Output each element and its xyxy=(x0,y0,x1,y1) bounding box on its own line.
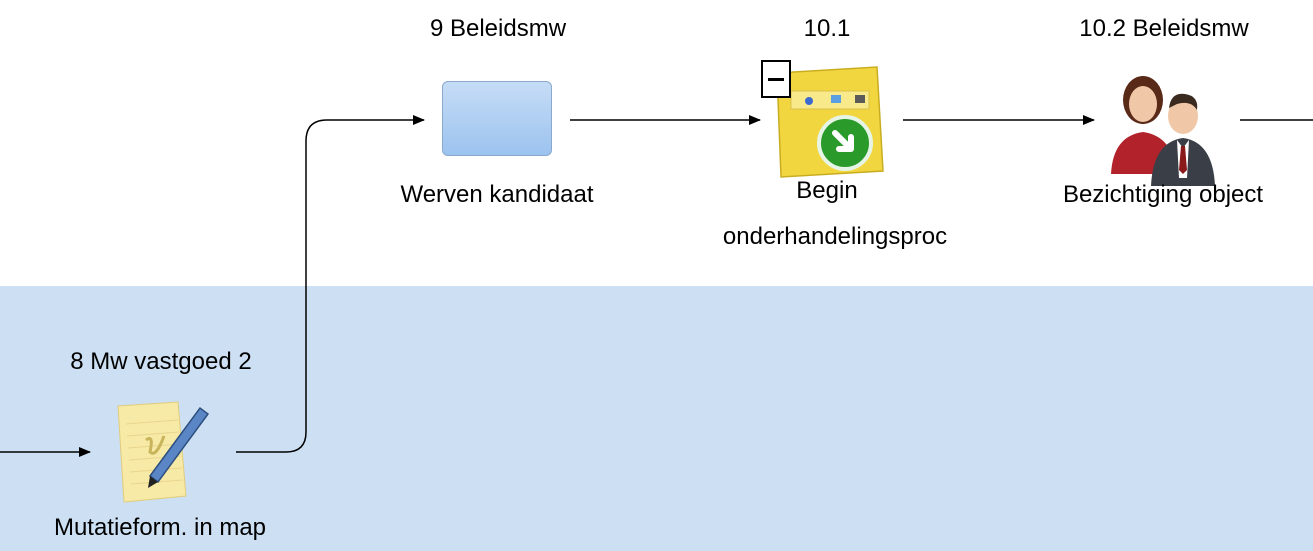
subprocess-icon xyxy=(776,66,884,178)
bezichtiging-label: Bezichtiging object xyxy=(1062,181,1264,208)
werven-label: Werven kandidaat xyxy=(400,181,594,208)
werven-task-box[interactable] xyxy=(442,81,552,156)
begin-role-label: 10.1 xyxy=(803,15,851,42)
document-pen-icon xyxy=(117,401,210,503)
begin-label-line2: onderhandelingsproc xyxy=(722,223,948,250)
mutatieform-label: Mutatieform. in map xyxy=(53,514,267,541)
lower-lane xyxy=(0,286,1313,551)
people-icon xyxy=(1111,76,1215,186)
bezichtiging-role-label: 10.2 Beleidsmw xyxy=(1079,15,1249,42)
werven-role-label: 9 Beleidsmw xyxy=(429,15,567,42)
edge-mutatieform-werven xyxy=(236,115,425,453)
begin-label-line1: Begin xyxy=(796,177,858,204)
mutatieform-role-label: 8 Mw vastgoed 2 xyxy=(70,348,252,375)
collapse-toggle-icon[interactable] xyxy=(761,60,791,98)
